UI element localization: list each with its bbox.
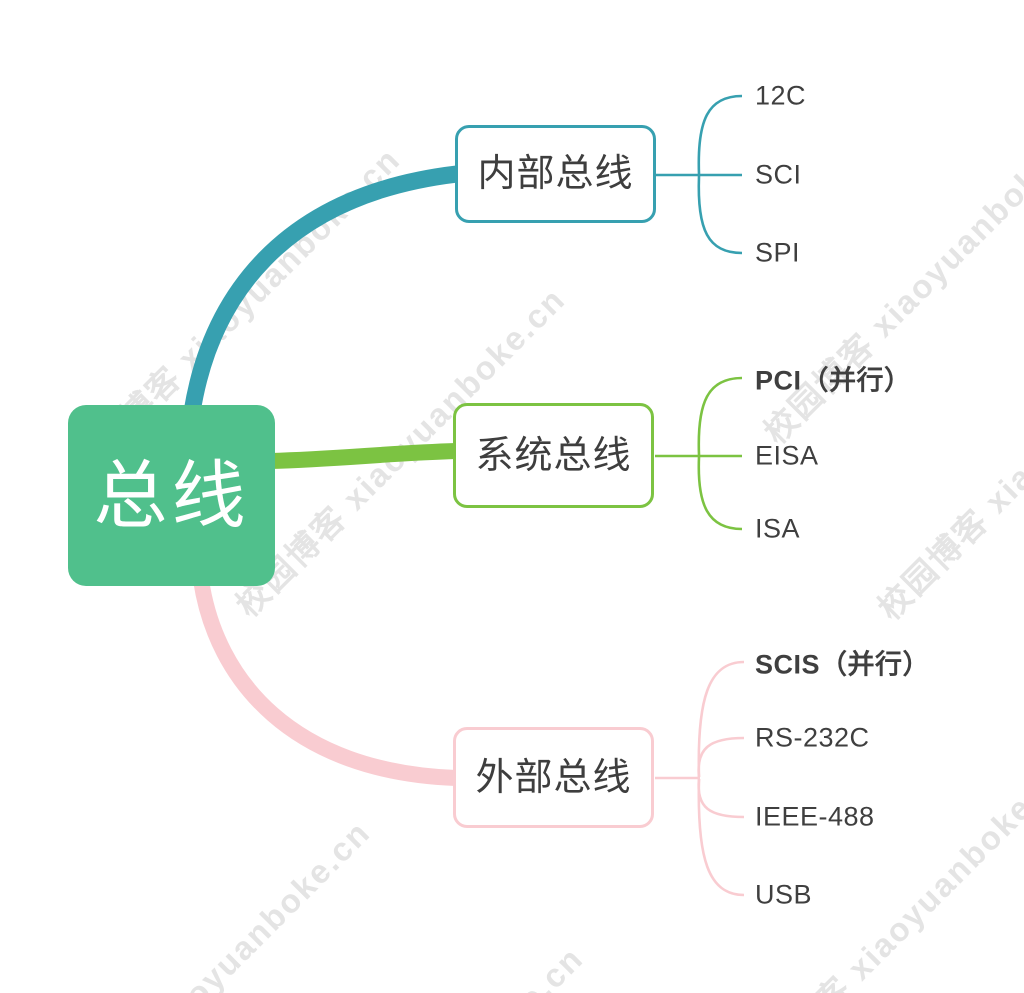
fork-external-4 xyxy=(697,778,745,897)
fork-system-top xyxy=(697,376,743,456)
branch-node-external-bus[interactable]: 外部总线 xyxy=(453,727,654,828)
root-to-system-curve xyxy=(269,443,457,469)
fork-system-bottom xyxy=(697,456,743,531)
fork-external-3 xyxy=(697,778,745,819)
leaf-node-pci-parallel[interactable]: PCI（并行） xyxy=(755,365,912,396)
branch-label-system: 系统总线 xyxy=(475,434,632,477)
branch-node-system-bus[interactable]: 系统总线 xyxy=(453,403,654,508)
root-to-external-curve xyxy=(193,578,457,786)
leaf-node-12c[interactable]: 12C xyxy=(755,80,807,111)
root-node-bus[interactable]: 总线 xyxy=(68,405,275,586)
fork-external-1 xyxy=(697,660,745,778)
leaf-node-scis-parallel[interactable]: SCIS（并行） xyxy=(755,649,931,680)
leaf-node-usb[interactable]: USB xyxy=(755,879,813,910)
branch-label-external: 外部总线 xyxy=(475,756,632,799)
fork-internal-bottom xyxy=(697,175,743,255)
branch-node-internal-bus[interactable]: 内部总线 xyxy=(455,125,656,223)
fork-internal-top xyxy=(697,94,743,175)
leaf-node-sci[interactable]: SCI xyxy=(755,159,802,190)
branch-label-internal: 内部总线 xyxy=(477,153,634,195)
leaf-node-spi[interactable]: SPI xyxy=(755,237,801,268)
leaf-node-eisa[interactable]: EISA xyxy=(755,440,819,471)
root-to-internal-curve xyxy=(183,165,459,414)
leaf-node-rs232c[interactable]: RS-232C xyxy=(755,722,870,753)
root-node-label: 总线 xyxy=(93,453,250,537)
fork-external-2 xyxy=(697,736,745,778)
leaf-node-ieee488[interactable]: IEEE-488 xyxy=(755,801,875,832)
leaf-node-isa[interactable]: ISA xyxy=(755,513,801,544)
